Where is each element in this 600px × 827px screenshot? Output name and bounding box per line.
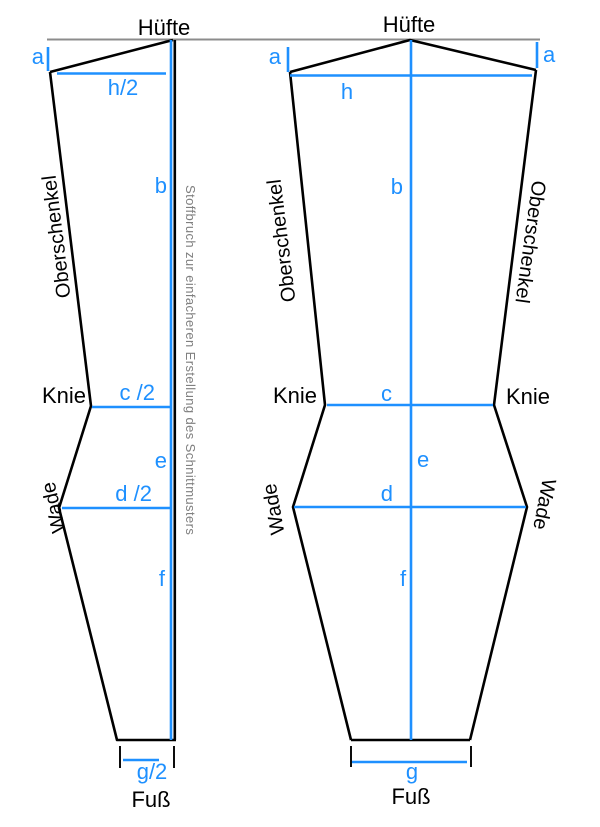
full-piece-calf-label-left: Wade (259, 482, 290, 537)
left-half-fold-note: Stoffbruch zur einfacheren Erstellung de… (183, 185, 198, 535)
full-piece-hip-label: Hüfte (383, 12, 436, 37)
full-piece-foot-label: Fuß (391, 784, 430, 809)
left-half-top-edge (49, 38, 174, 74)
left-half-measure-g-label: g/2 (137, 759, 168, 784)
left-half-foot-label: Fuß (131, 787, 170, 812)
full-piece-thigh-label-right: Oberschenkel (510, 179, 549, 304)
left-half-measure-c-label: c /2 (120, 380, 155, 405)
left-half-measure-d-label: d /2 (115, 481, 152, 506)
left-half-hip-label: Hüfte (138, 15, 191, 40)
full-piece-left-edge (288, 71, 353, 741)
full-piece-calf-label-right: Wade (528, 477, 559, 532)
left-half-measure-a-label: a (32, 44, 45, 69)
left-half-knee-label: Knie (42, 383, 86, 408)
full-piece-knee-label-right: Knie (506, 384, 550, 409)
full-piece-measure-a-label-right: a (543, 42, 556, 67)
full-piece-right-edge (468, 69, 538, 741)
full-piece-measure-f-label: f (400, 566, 407, 591)
left-half-outer-edge (48, 71, 176, 742)
left-half-measure-f-label: f (159, 566, 166, 591)
full-piece-measure-b-label: b (391, 174, 403, 199)
left-half-measure-b-label: b (155, 173, 167, 198)
full-piece-measure-c-label: c (381, 381, 392, 406)
full-piece-knee-label-left: Knie (273, 383, 317, 408)
left-half-measure-e-label: e (155, 448, 167, 473)
full-piece-thigh-label-left: Oberschenkel (264, 178, 301, 303)
full-piece-measure-e-label: e (417, 447, 429, 472)
full-piece-measure-d-label: d (381, 481, 393, 506)
full-piece-measure-g-label: g (406, 759, 418, 784)
full-piece-measure-h-label: h (341, 79, 353, 104)
full-piece-top-edge (289, 38, 537, 74)
left-half-measure-h-label: h/2 (108, 75, 139, 100)
full-piece-measure-a-label-left: a (269, 44, 282, 69)
